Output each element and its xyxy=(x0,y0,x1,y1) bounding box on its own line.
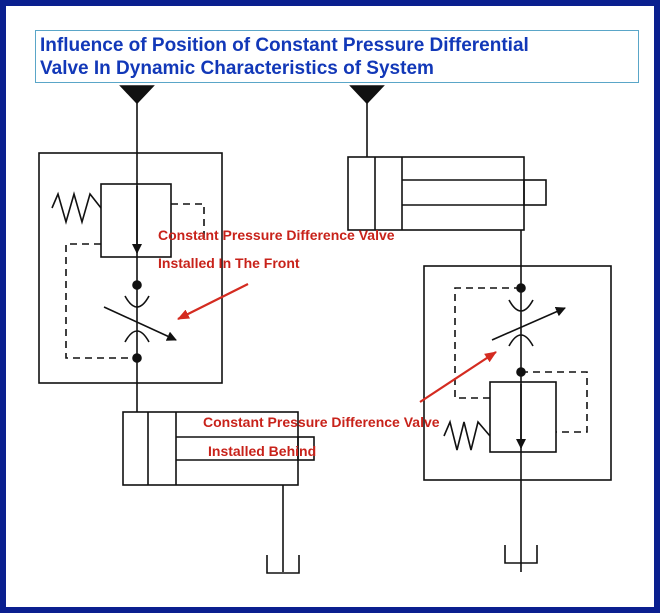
right-spring xyxy=(443,419,491,451)
right-valve-enclosure xyxy=(423,265,612,481)
behind-label-line-1: Constant Pressure Difference Valve xyxy=(203,414,440,430)
left-pressure-source xyxy=(119,85,155,105)
left-throttle-lower-arc xyxy=(124,330,150,343)
left-pilot-line-left xyxy=(65,243,137,359)
right-compensator-block xyxy=(489,381,557,453)
behind-callout-arrow xyxy=(419,351,497,403)
right-throttle-adjust-arrow xyxy=(491,307,566,341)
right-tank xyxy=(504,545,538,564)
left-junction-top xyxy=(132,280,142,290)
left-spring xyxy=(51,191,102,225)
left-junction-bottom xyxy=(132,353,142,363)
right-cylinder-rod-end xyxy=(523,179,547,206)
front-label-line-1: Constant Pressure Difference Valve xyxy=(158,227,395,243)
left-cylinder-rod-end xyxy=(297,436,315,461)
right-throttle-lower-arc xyxy=(508,334,534,347)
front-callout-arrow xyxy=(177,283,249,320)
title-line-1: Influence of Position of Constant Pressu… xyxy=(40,35,529,56)
title-line-2: Valve In Dynamic Characteristics of Syst… xyxy=(40,58,434,79)
right-pilot-line-right xyxy=(521,371,588,433)
right-throttle-upper-arc xyxy=(508,299,534,312)
left-valve-enclosure xyxy=(38,152,223,384)
front-label-line-2: Installed In The Front xyxy=(158,255,300,271)
behind-label-line-2: Installed Behind xyxy=(208,443,316,459)
right-pilot-line-left xyxy=(454,287,521,399)
title-box: Influence of Position of Constant Pressu… xyxy=(35,30,639,83)
right-pressure-source xyxy=(349,85,385,105)
left-compensator-block xyxy=(100,183,172,258)
left-tank xyxy=(266,555,300,574)
left-throttle-adjust-arrow xyxy=(103,306,177,341)
left-throttle-upper-arc xyxy=(124,295,150,308)
